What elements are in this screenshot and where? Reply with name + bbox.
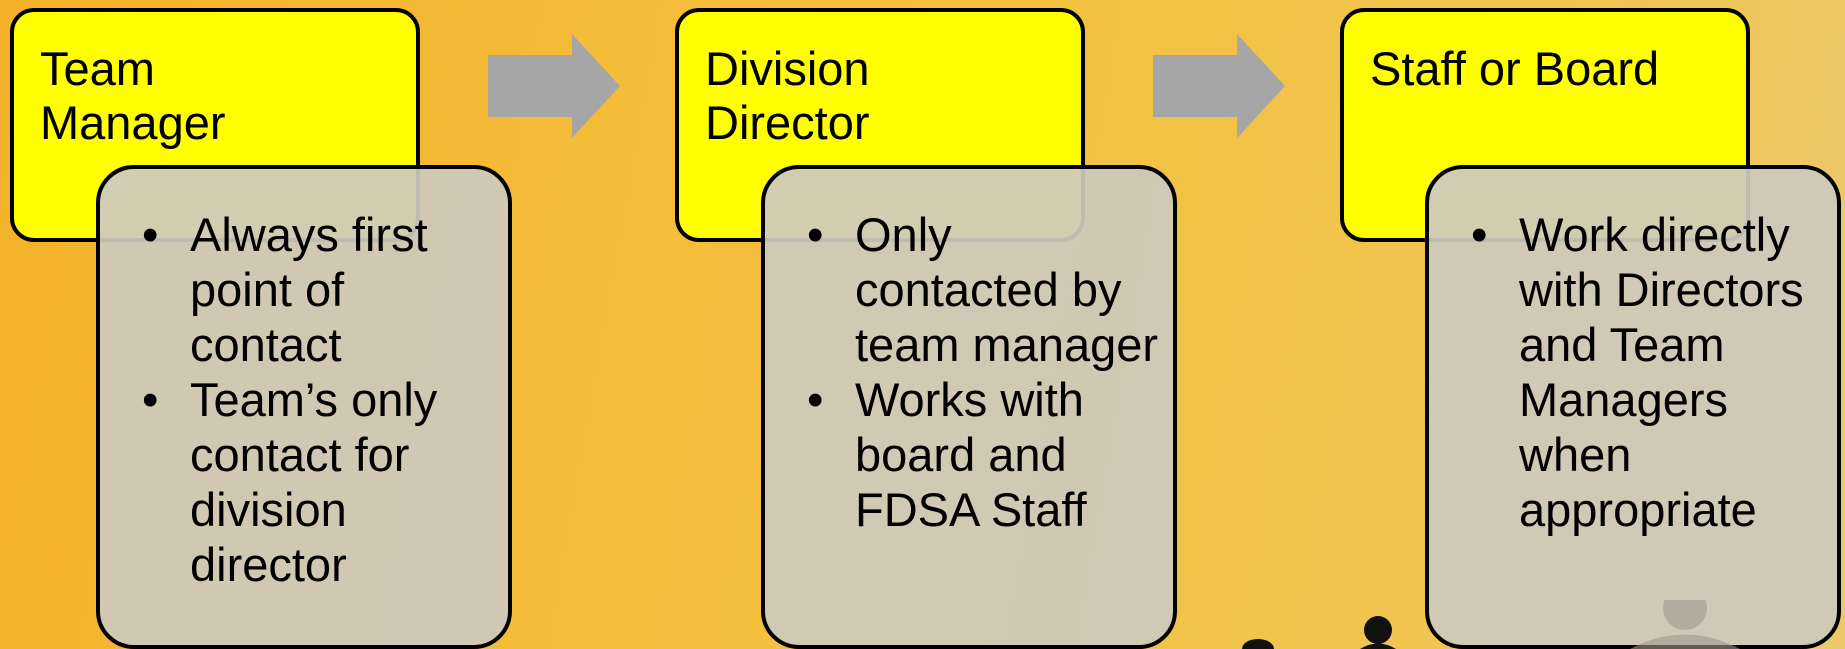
stage-title: Staff or Board — [1370, 42, 1660, 95]
bullet-item: Team’s only contact for division directo… — [138, 372, 494, 592]
bullet-item: Works with board and FDSA Staff — [803, 372, 1159, 537]
stage-division-director-detail-box: Only contacted by team manager Works wit… — [761, 165, 1177, 649]
stage-staff-or-board-detail-box: Work directly with Directors and Team Ma… — [1425, 165, 1841, 649]
bullet-item: Always first point of contact — [138, 207, 494, 372]
stage-title: Division Director — [705, 42, 870, 149]
bullet-list: Always first point of contact Team’s onl… — [138, 207, 494, 592]
bullet-item: Work directly with Directors and Team Ma… — [1467, 207, 1823, 537]
bullet-item: Only contacted by team manager — [803, 207, 1159, 372]
bullet-list: Work directly with Directors and Team Ma… — [1467, 207, 1823, 537]
stage-team-manager-detail-box: Always first point of contact Team’s onl… — [96, 165, 512, 649]
stage-title: Team Manager — [40, 42, 226, 149]
people-silhouette-icon — [1242, 600, 1740, 649]
right-arrow-icon — [1153, 34, 1285, 138]
bullet-list: Only contacted by team manager Works wit… — [803, 207, 1159, 537]
right-arrow-icon — [488, 34, 620, 138]
